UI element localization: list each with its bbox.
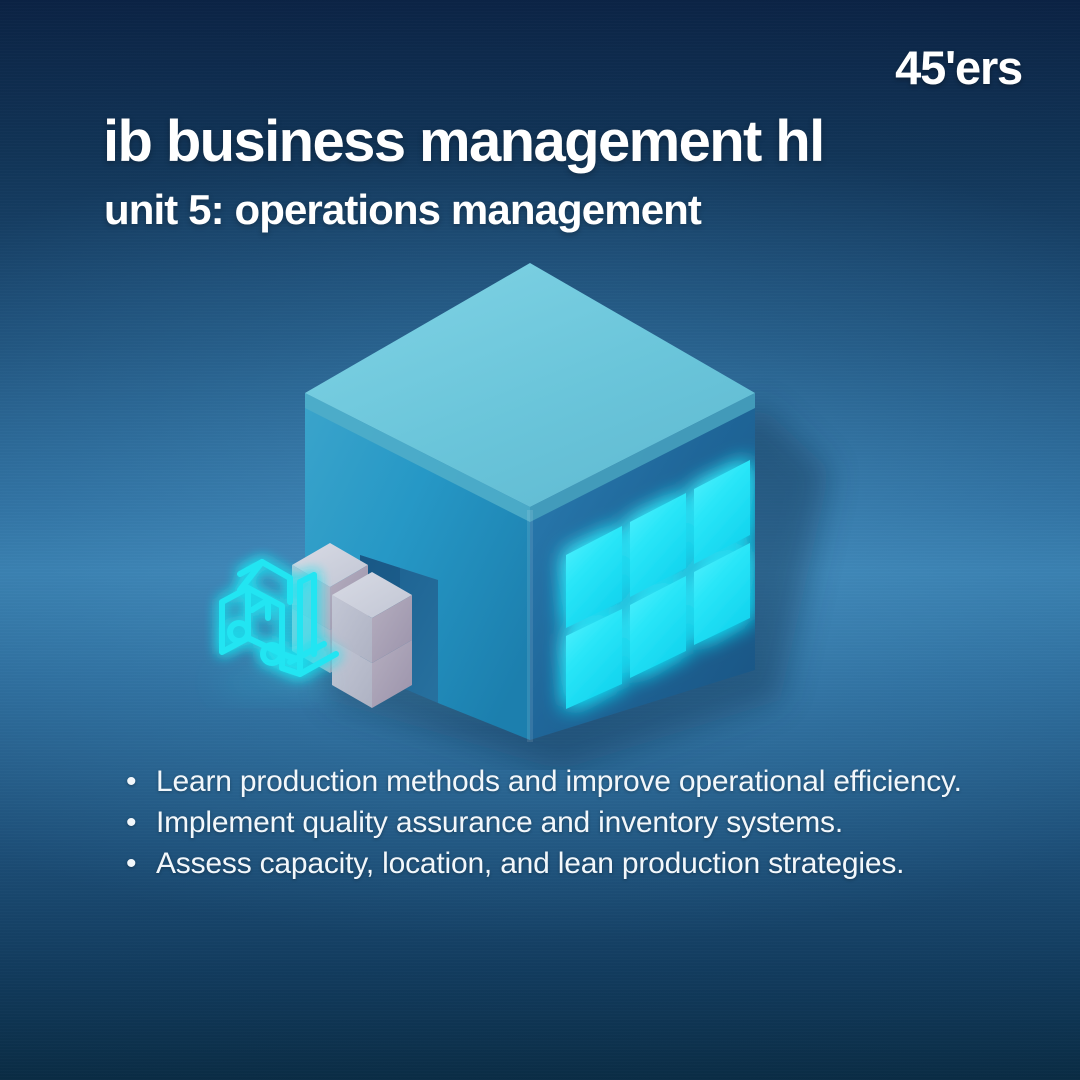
page-subtitle: unit 5: operations management xyxy=(104,186,702,233)
warehouse-building xyxy=(305,263,755,742)
bullet-text: Learn production methods and improve ope… xyxy=(156,765,962,798)
window-pane xyxy=(694,543,750,645)
list-item: • Assess capacity, location, and lean pr… xyxy=(126,844,1006,883)
list-item: • Implement quality assurance and invent… xyxy=(126,803,1006,842)
list-item: • Learn production methods and improve o… xyxy=(126,762,1006,801)
window-pane xyxy=(566,609,622,709)
roof-edge-left xyxy=(305,393,530,522)
bullet-text: Assess capacity, location, and lean prod… xyxy=(156,847,905,880)
window-pane xyxy=(630,493,686,597)
brand-logo: 45'ers xyxy=(895,41,1023,94)
isometric-factory-illustration xyxy=(0,230,1080,770)
window-pane xyxy=(694,460,750,564)
crate xyxy=(332,572,412,663)
page-title: ib business management hl xyxy=(103,109,825,174)
window-pane xyxy=(630,576,686,678)
bullet-marker-icon: • xyxy=(126,765,137,798)
bullet-text: Implement quality assurance and inventor… xyxy=(156,806,843,839)
glowing-window-grid xyxy=(566,460,750,709)
crate xyxy=(332,640,412,708)
forklift-floor-reflection xyxy=(214,670,330,694)
roof-edge-right xyxy=(530,393,755,522)
front-corner-highlight xyxy=(527,510,533,742)
bullet-list: • Learn production methods and improve o… xyxy=(126,762,1006,885)
window-pane xyxy=(566,526,622,628)
bullet-marker-icon: • xyxy=(126,806,137,839)
bullet-marker-icon: • xyxy=(126,847,137,880)
building-roof-top-face xyxy=(305,263,755,507)
